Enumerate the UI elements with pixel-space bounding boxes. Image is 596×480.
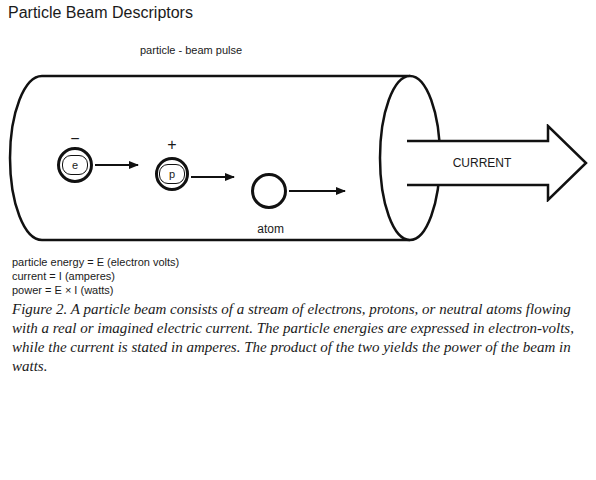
proton-circle: p (155, 157, 189, 191)
formula-note: particle energy = E (electron volts) (12, 256, 179, 268)
atom-circle: atom (251, 173, 287, 209)
charge-sign: − (70, 130, 79, 148)
particle-symbol: e (62, 155, 88, 175)
particle-symbol: p (159, 164, 185, 184)
cylinder-body (42, 76, 410, 240)
cylinder-back (10, 76, 42, 240)
pulse-label: particle - beam pulse (140, 44, 242, 56)
figure-caption: Figure 2. A particle beam consists of a … (12, 300, 584, 376)
arrow-label: CURRENT (453, 156, 512, 170)
particle-name: atom (257, 222, 284, 236)
motion-arrow (191, 176, 234, 178)
formula-note: power = E × I (watts) (12, 284, 113, 296)
diagram-title: Particle Beam Descriptors (8, 4, 193, 22)
electron-circle: e (57, 147, 93, 183)
current-arrow: CURRENT (406, 124, 588, 202)
motion-arrow (289, 190, 345, 192)
formula-note: current = I (amperes) (12, 270, 115, 282)
charge-sign: + (167, 136, 176, 154)
motion-arrow (95, 164, 138, 166)
